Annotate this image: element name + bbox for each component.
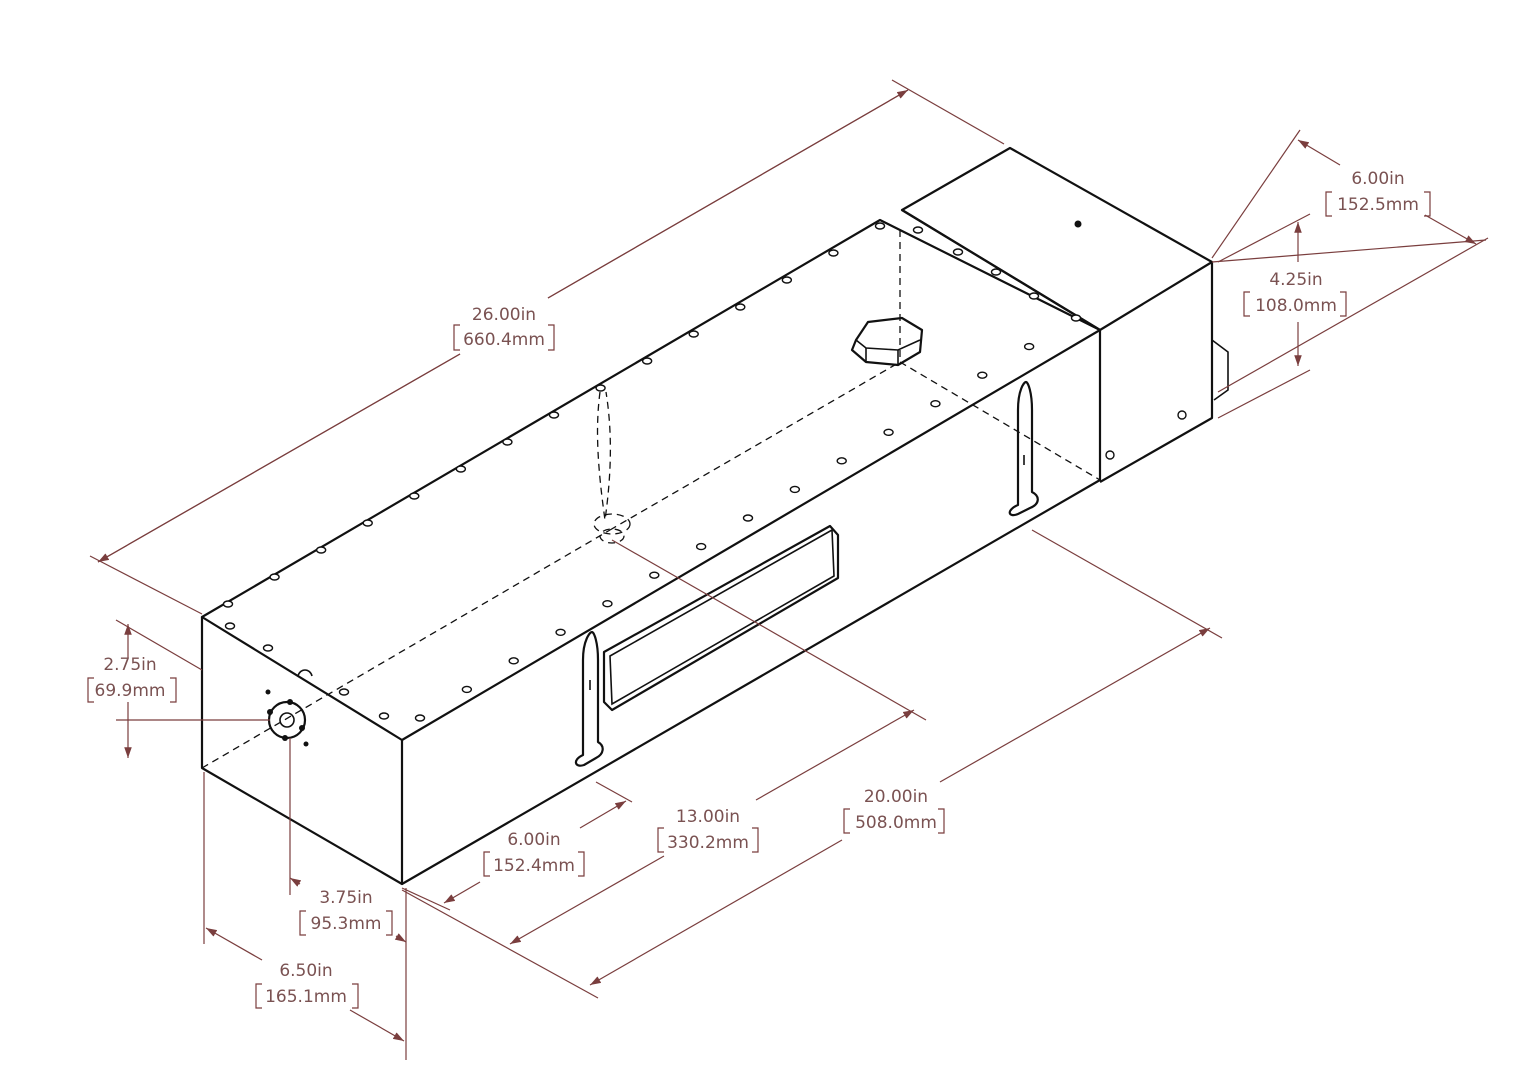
screw-hole — [222, 600, 234, 608]
dim-overall-length-in: 26.00in — [472, 305, 536, 325]
dim-window-position-mm: 330.2mm — [667, 833, 749, 853]
dim-handle-spacing-mm: 508.0mm — [855, 813, 937, 833]
screw-hole — [262, 644, 274, 652]
screw-hole — [789, 485, 801, 494]
dim-port-height: 2.75in 69.9mm — [87, 619, 270, 758]
screw-hole — [641, 357, 653, 365]
dim-box-width: 6.00in 152.5mm — [1211, 129, 1489, 393]
screw-hole — [378, 712, 390, 720]
screw-hole — [828, 249, 839, 257]
dim-handle-spacing: 20.00in 508.0mm — [401, 529, 1223, 999]
screw-hole — [461, 685, 473, 694]
dim-box-width-mm: 152.5mm — [1337, 195, 1419, 215]
screw-hole — [883, 428, 894, 436]
dim-overall-width-mm: 165.1mm — [265, 987, 347, 1007]
screw-hole — [548, 411, 560, 419]
screw-hole — [455, 465, 467, 473]
screw-hole — [912, 226, 924, 234]
dim-first-handle: 6.00in 152.4mm — [401, 781, 633, 911]
dim-handle-spacing-in: 20.00in — [864, 787, 928, 807]
screw-hole — [224, 622, 236, 630]
screw-hole — [1028, 292, 1040, 300]
screw-hole — [874, 222, 886, 230]
screw-hole — [502, 438, 513, 446]
screw-hole — [977, 371, 988, 379]
box-features — [1074, 220, 1187, 460]
screw-hole — [362, 519, 373, 527]
screw-hole — [735, 303, 746, 311]
screw-hole — [595, 384, 606, 392]
dim-overall-length-mm: 660.4mm — [463, 330, 545, 350]
dim-port-offset-mm: 95.3mm — [311, 914, 382, 934]
dim-box-width-in: 6.00in — [1351, 169, 1404, 189]
dim-overall-width: 6.50in 165.1mm — [203, 772, 407, 1060]
dim-port-height-mm: 69.9mm — [95, 681, 166, 701]
dim-first-handle-mm: 152.4mm — [493, 856, 575, 876]
screw-hole — [695, 542, 707, 551]
screw-hole — [688, 330, 699, 338]
screw-hole — [781, 276, 793, 284]
screw-hole — [409, 492, 420, 500]
fill-cap — [850, 316, 924, 367]
screw-hole — [1023, 342, 1035, 351]
screw-hole — [338, 688, 350, 696]
dim-overall-length: 26.00in 660.4mm — [89, 79, 1005, 615]
screw-hole — [508, 657, 519, 665]
screw-hole — [990, 268, 1002, 276]
dim-port-offset-in: 3.75in — [319, 888, 372, 908]
screw-hole — [555, 628, 566, 636]
screw-hole — [269, 573, 280, 581]
screw-hole — [1070, 314, 1082, 322]
enclosure-outline — [200, 146, 1229, 886]
dim-port-offset: 3.75in 95.3mm — [289, 738, 407, 943]
dim-box-height-mm: 108.0mm — [1255, 296, 1337, 316]
dim-window-position-in: 13.00in — [676, 807, 740, 827]
screw-hole — [836, 457, 847, 465]
screw-hole — [414, 714, 426, 722]
side-window — [602, 524, 840, 712]
handle-right — [1008, 380, 1039, 517]
screw-hole — [602, 600, 613, 608]
dim-box-height: 4.25in 108.0mm — [1217, 213, 1347, 419]
dim-box-height-in: 4.25in — [1269, 270, 1322, 290]
dim-first-handle-in: 6.00in — [507, 830, 560, 850]
screw-hole — [315, 546, 327, 554]
screw-hole — [649, 571, 660, 579]
dim-overall-width-in: 6.50in — [279, 961, 332, 981]
screw-hole — [930, 400, 941, 408]
dim-port-height-in: 2.75in — [103, 655, 156, 675]
dim-window-position: 13.00in 330.2mm — [509, 539, 927, 945]
handle-left — [574, 630, 604, 767]
screw-hole — [742, 514, 754, 522]
screw-holes — [222, 222, 1082, 722]
screw-hole — [952, 248, 964, 256]
